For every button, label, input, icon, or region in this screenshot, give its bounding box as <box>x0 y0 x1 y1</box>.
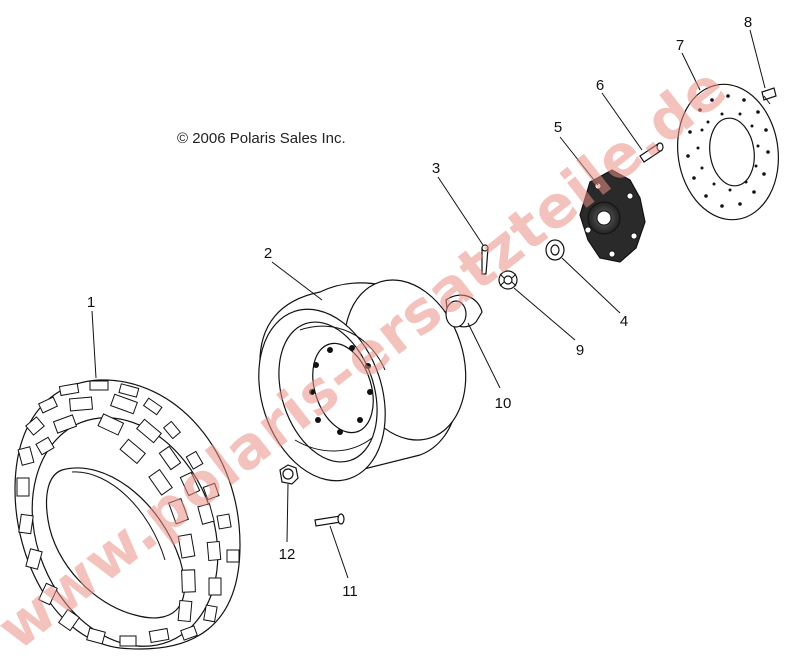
callout-10: 10 <box>495 395 512 412</box>
tire <box>14 379 241 650</box>
disc-bolt <box>761 87 777 105</box>
brake-disc <box>676 83 780 221</box>
rim-lug-holes <box>309 345 373 435</box>
lug-nut <box>279 464 299 485</box>
callout-7: 7 <box>676 37 684 54</box>
callout-3: 3 <box>432 160 440 177</box>
callout-2: 2 <box>264 245 272 262</box>
cotter-pin <box>481 244 489 275</box>
leader-lines <box>91 29 766 579</box>
wheel-rim <box>258 279 467 482</box>
tire-tread-blocks <box>16 380 240 647</box>
callout-labels: 1 2 3 4 5 6 7 8 9 10 11 12 <box>87 14 752 600</box>
copyright-notice: © 2006 Polaris Sales Inc. <box>177 130 346 147</box>
callout-1: 1 <box>87 294 95 311</box>
callout-8: 8 <box>744 14 752 31</box>
wheel-stud <box>639 142 664 163</box>
hub-cap <box>445 294 483 328</box>
valve-stem <box>314 513 345 527</box>
callout-9: 9 <box>576 342 584 359</box>
callout-5: 5 <box>554 119 562 136</box>
callout-11: 11 <box>342 583 358 600</box>
callout-12: 12 <box>279 546 296 563</box>
washer <box>545 239 565 261</box>
watermark: www.polaris-ersatzteile.de <box>0 52 740 663</box>
callout-6: 6 <box>596 77 604 94</box>
callout-4: 4 <box>620 313 628 330</box>
castle-nut <box>498 270 518 290</box>
wheel-hub <box>579 169 646 263</box>
brake-disc-holes <box>686 94 770 208</box>
